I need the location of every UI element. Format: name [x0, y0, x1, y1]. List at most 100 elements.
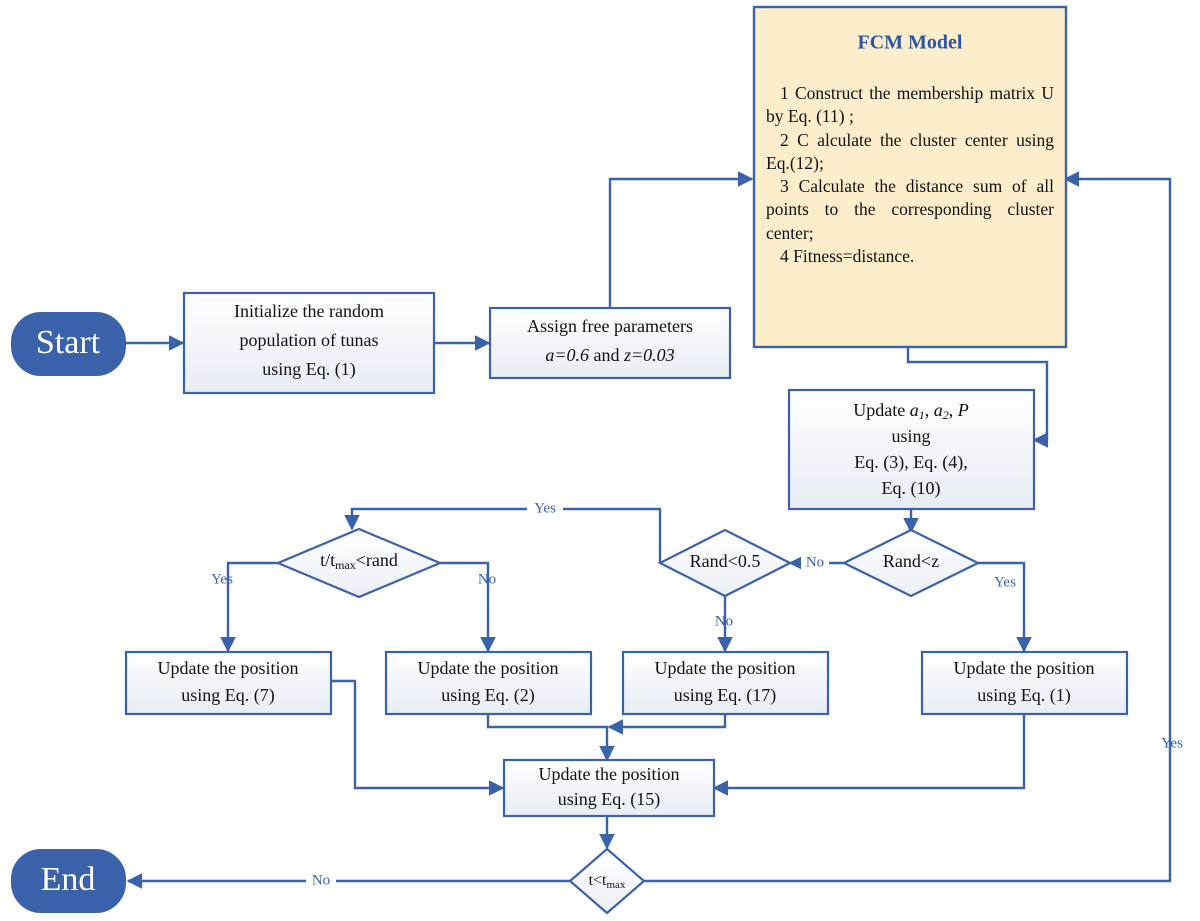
- edge-randz-yes-to-eq1: [978, 561, 1032, 653]
- update-eq7-line-1: Update the position: [158, 658, 299, 678]
- update-param-sep2: ,: [949, 400, 958, 420]
- node-start: Start: [11, 312, 126, 376]
- node-update-eq1: Update the position using Eq. (1): [920, 650, 1129, 716]
- node-update-eq15: Update the position using Eq. (15): [502, 758, 716, 818]
- node-initialize-population: Initialize the random population of tuna…: [182, 291, 436, 395]
- node-fcm-model: FCM Model 1 Construct the membership mat…: [752, 5, 1068, 349]
- update-eq2-line-2: using Eq. (2): [441, 685, 535, 706]
- update-eq15-box: [502, 758, 716, 818]
- decision-trand-pre: t/t: [320, 550, 335, 570]
- update-param-a1: a: [910, 400, 919, 420]
- decision-trand-post: <rand: [356, 550, 398, 570]
- decision-rand05-label: Rand<0.5: [690, 551, 761, 571]
- edge-label-layer: Yes Yes No No No Yes No Yes: [211, 500, 1183, 890]
- assign-parameters-box: [488, 306, 732, 380]
- decision-trand-shape: [275, 527, 443, 599]
- assign-parameters-line-2: a=0.6 and z=0.03: [545, 345, 674, 365]
- label-bg-no-randz: [801, 554, 829, 572]
- node-update-eq17: Update the position using Eq. (17): [621, 650, 830, 716]
- update-eq15-line-1: Update the position: [539, 764, 680, 784]
- end-label: End: [41, 861, 96, 898]
- edge-eq1-to-eq15: [712, 714, 1026, 796]
- edge-eq7-to-eq15: [331, 679, 505, 796]
- node-update-eq2: Update the position using Eq. (2): [384, 650, 593, 716]
- decision-trand-sub: max: [335, 558, 356, 572]
- decision-tmax-shape: [568, 847, 646, 915]
- edge-label-yes-tmax-loop: Yes: [1161, 735, 1183, 751]
- edge-rand05-yes-to-trand: [344, 507, 662, 563]
- edge-label-no-randz-left: No: [806, 554, 824, 570]
- assign-param-a-value: =0.6: [554, 345, 589, 365]
- edge-label-no-tmax-end: No: [312, 872, 330, 888]
- initialize-population-box: [182, 291, 436, 395]
- assign-param-a: a: [545, 345, 554, 365]
- update-eq1-line-2: using Eq. (1): [977, 685, 1071, 706]
- fcm-item-2: 2 C alculate the cluster center using Eq…: [766, 129, 1054, 173]
- edge-trand-yes-to-eq7: [220, 561, 278, 653]
- assign-param-and: and: [589, 345, 624, 365]
- update-param-a2-sub: 2: [943, 408, 949, 422]
- decision-randz-shape: [841, 528, 981, 598]
- update-eq17-line-2: using Eq. (17): [674, 685, 777, 706]
- assign-parameters-line-1: Assign free parameters: [527, 316, 693, 336]
- edge-label-no-trand-right: No: [478, 571, 496, 587]
- decision-tmax-label: t<tmax: [589, 872, 626, 891]
- node-decision-rand-lt-z: Rand<z: [841, 528, 981, 598]
- label-bg-no-tmax: [306, 872, 336, 890]
- edge-layer: [125, 171, 1172, 889]
- decision-trand-label: t/tmax<rand: [320, 550, 398, 572]
- update-eq1-line-1: Update the position: [954, 658, 1095, 678]
- update-eq17-line-1: Update the position: [655, 658, 796, 678]
- fcm-model-body: 1 Construct the membership matrix U by E…: [754, 82, 1066, 268]
- update-parameters-line-3: Eq. (3), Eq. (4),: [854, 452, 967, 473]
- update-eq15-line-2: using Eq. (15): [558, 789, 661, 810]
- update-parameters-box: [787, 388, 1036, 511]
- update-param-pre: Update: [853, 400, 909, 420]
- edge-label-no-rand05-down: No: [715, 613, 733, 629]
- node-decision-rand-lt-05: Rand<0.5: [657, 528, 793, 598]
- start-label: Start: [36, 324, 101, 361]
- edge-label-yes-to-trand: Yes: [534, 500, 556, 516]
- label-bg-yes-trand: [527, 500, 563, 518]
- fcm-item-1: 1 Construct the membership matrix U by E…: [766, 83, 1054, 127]
- end-terminator-shape: [11, 849, 126, 913]
- update-param-a1-sub: 1: [919, 408, 925, 422]
- update-param-P: P: [957, 400, 969, 420]
- fcm-item-4: 4 Fitness=distance.: [780, 245, 915, 266]
- node-decision-t-over-tmax-lt-rand: t/tmax<rand: [275, 527, 443, 599]
- node-decision-t-lt-tmax: t<tmax: [568, 847, 646, 915]
- edge-eq2-to-eq15: [486, 714, 615, 762]
- edge-label-yes-randz-right: Yes: [994, 574, 1016, 590]
- edge-assign-to-fcm: [608, 171, 754, 308]
- decision-tmax-sub: max: [606, 879, 625, 891]
- node-update-parameters: Update a1, a2, P using Eq. (3), Eq. (4),…: [787, 388, 1036, 511]
- initialize-population-line-1: Initialize the random: [234, 301, 384, 321]
- assign-param-z: z: [623, 345, 631, 365]
- decision-rand05-shape: [657, 528, 793, 598]
- update-param-a2: a: [934, 400, 943, 420]
- update-eq2-line-1: Update the position: [418, 658, 559, 678]
- node-end: End: [11, 849, 126, 913]
- edge-fcm-to-updateparams: [906, 347, 1049, 448]
- fcm-model-box: [752, 5, 1068, 349]
- assign-param-z-value: =0.03: [631, 345, 675, 365]
- edge-eq17-to-eq15: [607, 714, 727, 735]
- edge-trand-no-to-eq2: [440, 561, 496, 653]
- update-parameters-line-1: Update a1, a2, P: [853, 400, 968, 422]
- edge-tmax-yes-to-fcm: [644, 171, 1172, 883]
- edge-label-yes-trand-left: Yes: [211, 571, 233, 587]
- update-eq17-box: [621, 650, 830, 716]
- fcm-model-title: FCM Model: [858, 32, 963, 54]
- start-terminator-shape: [11, 312, 126, 376]
- fcm-item-3: 3 Calculate the distance sum of all poin…: [766, 176, 1054, 243]
- update-eq7-box: [124, 650, 333, 716]
- update-param-sep1: ,: [925, 400, 934, 420]
- update-eq7-line-2: using Eq. (7): [181, 685, 275, 706]
- decision-tmax-pre: t<t: [589, 872, 607, 889]
- decision-randz-label: Rand<z: [883, 551, 939, 571]
- initialize-population-line-3: using Eq. (1): [262, 359, 356, 380]
- update-parameters-line-2: using: [891, 426, 930, 446]
- fcm-model-body-wrap: 1 Construct the membership matrix U by E…: [754, 82, 1066, 268]
